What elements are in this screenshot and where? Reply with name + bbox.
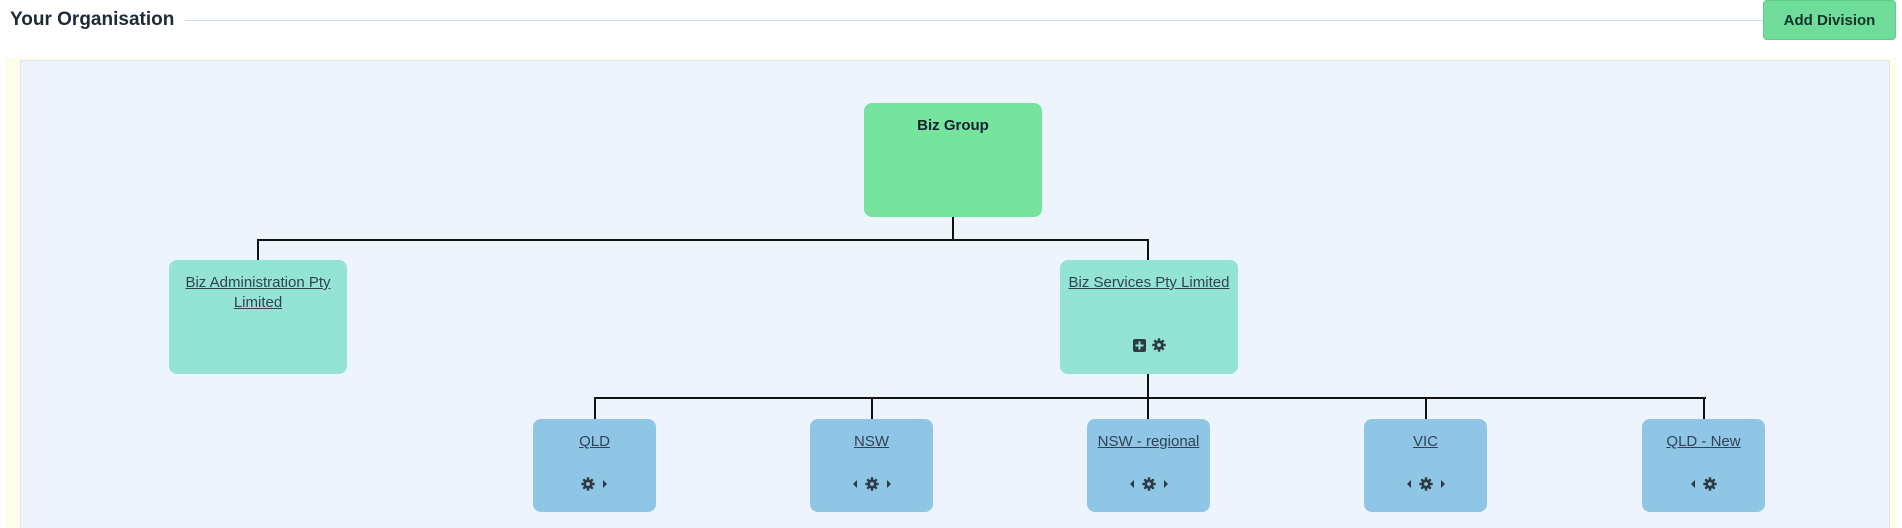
division-link[interactable]: QLD xyxy=(579,433,610,450)
caret-right-icon[interactable] xyxy=(1440,479,1446,489)
caret-left-icon[interactable] xyxy=(852,479,858,489)
connector-line xyxy=(594,397,1706,399)
page-header: Your Organisation Add Division xyxy=(0,0,1902,44)
company-link[interactable]: Biz Administration Pty Limited xyxy=(185,274,331,311)
add-division-button[interactable]: Add Division xyxy=(1763,0,1896,40)
company-link[interactable]: Biz Services Pty Limited xyxy=(1068,274,1230,291)
division-link[interactable]: NSW xyxy=(854,433,889,450)
caret-right-icon[interactable] xyxy=(1163,479,1169,489)
gear-icon[interactable] xyxy=(1151,338,1166,352)
connector-line xyxy=(257,239,259,260)
org-node-division[interactable]: VIC xyxy=(1364,419,1487,512)
connector-line xyxy=(1147,397,1149,419)
gear-icon[interactable] xyxy=(1418,477,1433,491)
connector-line xyxy=(594,397,596,419)
caret-left-icon[interactable] xyxy=(1690,479,1696,489)
page-title: Your Organisation xyxy=(10,9,175,30)
gear-icon[interactable] xyxy=(581,477,595,491)
org-node-division[interactable]: QLD xyxy=(533,419,656,512)
caret-right-icon[interactable] xyxy=(886,479,892,489)
division-link[interactable]: QLD - New xyxy=(1666,433,1741,450)
gear-icon[interactable] xyxy=(864,477,879,491)
connector-line xyxy=(1147,374,1149,398)
org-node-division[interactable]: NSW xyxy=(810,419,933,512)
division-link[interactable]: VIC xyxy=(1412,433,1438,450)
org-node-root[interactable]: Biz Group xyxy=(864,103,1042,217)
caret-right-icon[interactable] xyxy=(602,479,608,489)
plus-square-icon[interactable] xyxy=(1132,338,1146,352)
org-node-label: Biz Group xyxy=(917,117,989,134)
connector-line xyxy=(1703,397,1705,419)
connector-line xyxy=(1147,239,1149,260)
org-node-company[interactable]: Biz Services Pty Limited xyxy=(1060,260,1238,374)
org-node-division[interactable]: NSW - regional xyxy=(1087,419,1210,512)
connector-line xyxy=(1425,397,1427,419)
connector-line xyxy=(871,397,873,419)
connector-line xyxy=(257,239,1149,241)
caret-left-icon[interactable] xyxy=(1129,479,1135,489)
division-link[interactable]: NSW - regional xyxy=(1097,433,1200,450)
gear-icon[interactable] xyxy=(1703,477,1717,491)
org-node-company[interactable]: Biz Administration Pty Limited xyxy=(169,260,347,374)
org-node-division[interactable]: QLD - New xyxy=(1642,419,1765,512)
connector-line xyxy=(952,216,954,240)
gear-icon[interactable] xyxy=(1141,477,1156,491)
caret-left-icon[interactable] xyxy=(1406,479,1412,489)
title-divider xyxy=(185,20,1766,21)
